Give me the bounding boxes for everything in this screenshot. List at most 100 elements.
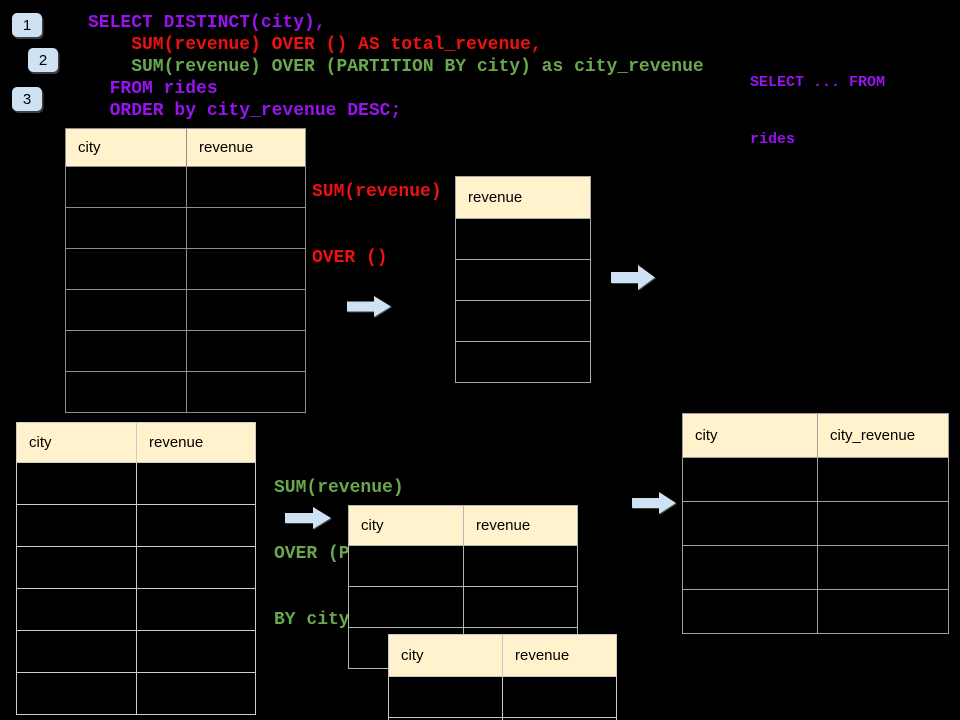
step-badge-1: 1: [12, 13, 42, 37]
column-header-city: city: [349, 506, 464, 546]
table-cell-empty: [349, 546, 464, 587]
table-cell-empty: [818, 458, 949, 502]
sql-query-code: SELECT DISTINCT(city), SUM(revenue) OVER…: [88, 12, 704, 122]
table-cell-empty: [17, 547, 137, 589]
table-cell-empty: [187, 290, 306, 331]
table-cell-empty: [503, 677, 617, 718]
table-cell-empty: [464, 587, 578, 628]
table-row: [66, 290, 306, 331]
side-note-line: rides: [750, 131, 796, 148]
table-row: [17, 547, 256, 589]
step-badge-2: 2: [28, 48, 58, 72]
table-cell-empty: [187, 372, 306, 413]
arrow-right-icon: [285, 507, 331, 529]
column-header-revenue: revenue: [137, 423, 256, 463]
column-header-city: city: [389, 635, 503, 677]
sql-code-line: SELECT DISTINCT(city),: [88, 13, 326, 33]
table-cell-empty: [389, 677, 503, 718]
table-header-row: revenue: [456, 177, 591, 219]
table-row: [66, 249, 306, 290]
table-row: [683, 546, 949, 590]
table-row: [683, 590, 949, 634]
table-cell-empty: [464, 546, 578, 587]
table-cell-empty: [683, 502, 818, 546]
table-row: [17, 673, 256, 715]
table-cell-empty: [17, 463, 137, 505]
table-row: [17, 463, 256, 505]
table-row: [456, 342, 591, 383]
table-row: [456, 301, 591, 342]
column-header-city: city: [66, 129, 187, 167]
table-row: [349, 587, 578, 628]
table-cell-empty: [503, 718, 617, 720]
table-cell-empty: [349, 587, 464, 628]
table-cell-empty: [17, 631, 137, 673]
table-row: [456, 219, 591, 260]
table-row: [456, 260, 591, 301]
sql-code-line: ORDER by city_revenue DESC;: [88, 101, 402, 121]
table-cell-empty: [17, 673, 137, 715]
table-cell-empty: [137, 631, 256, 673]
table-cell-empty: [137, 463, 256, 505]
column-header-revenue: revenue: [503, 635, 617, 677]
table-cell-empty: [187, 331, 306, 372]
column-header-city: city: [683, 414, 818, 458]
table-cell-empty: [818, 546, 949, 590]
annotation-line: SUM(revenue): [274, 478, 404, 498]
column-header-city_revenue: city_revenue: [818, 414, 949, 458]
side-note-select-from-rides: SELECT ... FROM rides: [750, 35, 885, 187]
table-cell-empty: [66, 372, 187, 413]
table-row: [17, 589, 256, 631]
table-cell-empty: [17, 589, 137, 631]
annotation-line: SUM(revenue): [312, 182, 442, 202]
arrow-right-icon: [347, 296, 391, 317]
table-cell-empty: [66, 208, 187, 249]
table-total-revenue-result: revenue: [455, 176, 591, 383]
sql-code-line: SUM(revenue) OVER (PARTITION BY city) as…: [88, 57, 704, 77]
table-cell-empty: [187, 167, 306, 208]
side-note-line: SELECT ... FROM: [750, 74, 886, 91]
table-row: [66, 167, 306, 208]
sql-code-line: FROM rides: [88, 79, 218, 99]
table-cell-empty: [818, 590, 949, 634]
annotation-line: OVER (): [312, 248, 388, 268]
table-cell-empty: [137, 673, 256, 715]
sql-code-line: SUM(revenue) OVER () AS total_revenue,: [88, 35, 542, 55]
arrow-right-icon: [611, 265, 655, 290]
table-row: [66, 208, 306, 249]
table-cell-empty: [17, 505, 137, 547]
table-row: [389, 718, 617, 720]
table-row: [17, 631, 256, 673]
table-row: [349, 546, 578, 587]
table-cell-empty: [456, 342, 591, 383]
column-header-city: city: [17, 423, 137, 463]
table-cell-empty: [66, 249, 187, 290]
table-cell-empty: [389, 718, 503, 720]
annotation-sum-over-all: SUM(revenue) OVER (): [312, 137, 442, 313]
table-row: [66, 331, 306, 372]
table-cell-empty: [683, 590, 818, 634]
table-cell-empty: [66, 290, 187, 331]
column-header-revenue: revenue: [187, 129, 306, 167]
step-badge-3: 3: [12, 87, 42, 111]
table-row: [66, 372, 306, 413]
arrow-right-icon: [632, 492, 676, 514]
table-cell-empty: [66, 331, 187, 372]
table-row: [389, 677, 617, 718]
table-cell-empty: [456, 301, 591, 342]
column-header-revenue: revenue: [456, 177, 591, 219]
table-cell-empty: [137, 589, 256, 631]
annotation-line: BY city): [274, 610, 361, 630]
table-cell-empty: [456, 260, 591, 301]
table-cell-empty: [137, 547, 256, 589]
table-cell-empty: [187, 208, 306, 249]
